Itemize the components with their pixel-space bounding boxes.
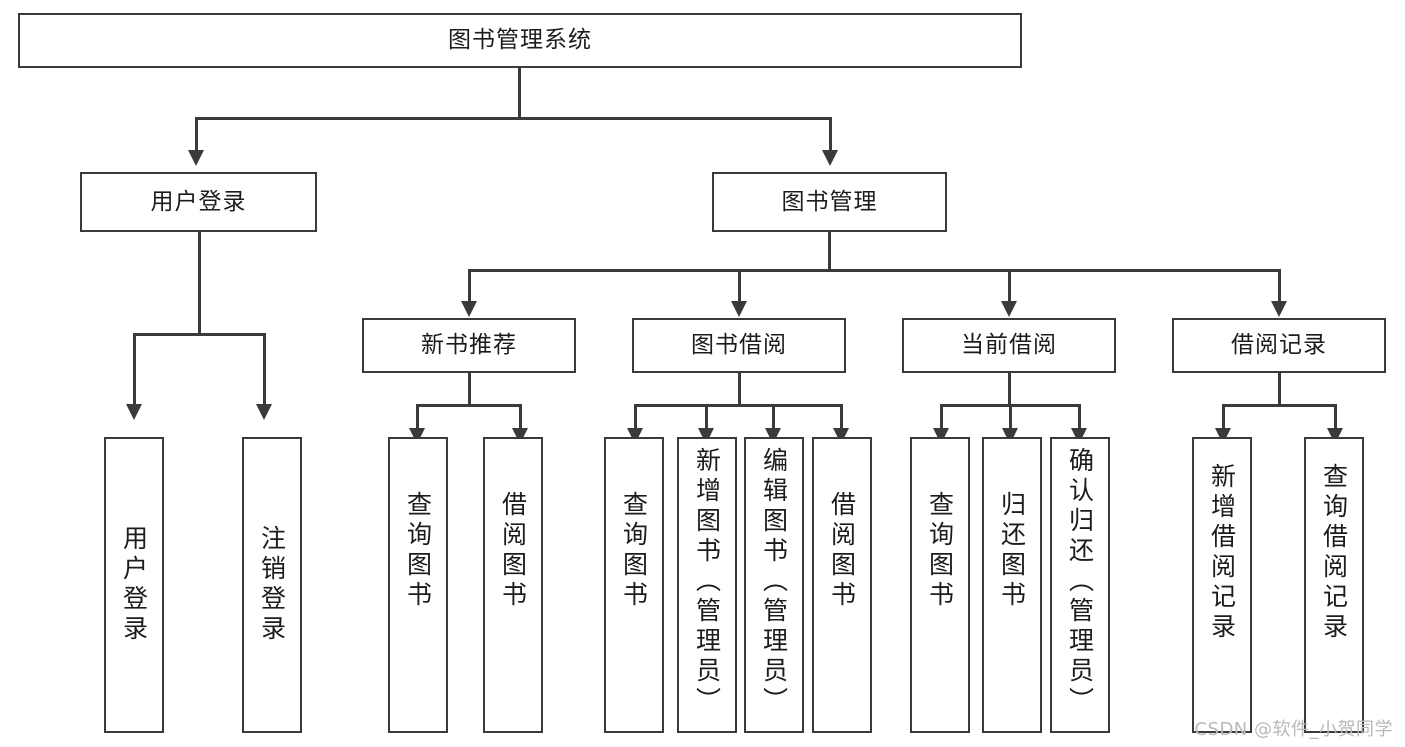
connector-record-drop-1: [1222, 404, 1225, 430]
leaf-add-book[interactable]: 新增图书（管理员）: [677, 437, 737, 733]
connector-book-manage-stem: [828, 232, 831, 271]
connector-user-login-stem: [198, 232, 201, 335]
connector-root-drop-right: [829, 117, 832, 151]
node-label: 查询图书: [925, 491, 955, 611]
connector-user-login-drop-2: [263, 333, 266, 405]
connector-current-drop-3: [1078, 404, 1081, 430]
leaf-borrow-book[interactable]: 借阅图书: [812, 437, 872, 733]
node-label: 借阅图书: [498, 491, 528, 611]
connector-recommend-bus: [416, 404, 521, 407]
connector-current-stem: [1008, 373, 1011, 406]
node-label: 新增图书（管理员）: [692, 447, 722, 717]
leaf-query-book-current[interactable]: 查询图书: [910, 437, 970, 733]
connector-book-manage-bus: [468, 269, 1280, 272]
arrow-to-book-manage: [822, 150, 838, 166]
arrow-to-user-login: [188, 150, 204, 166]
node-label: 借阅图书: [827, 491, 857, 611]
leaf-query-book-borrow[interactable]: 查询图书: [604, 437, 664, 733]
node-label: 查询借阅记录: [1319, 463, 1349, 643]
arrow-to-leaf-user-login: [126, 404, 142, 420]
node-book-manage[interactable]: 图书管理: [712, 172, 947, 232]
connector-borrow-drop-1: [634, 404, 637, 430]
leaf-edit-book[interactable]: 编辑图书（管理员）: [744, 437, 804, 733]
leaf-return-book[interactable]: 归还图书: [982, 437, 1042, 733]
node-borrow-record[interactable]: 借阅记录: [1172, 318, 1386, 373]
node-current-borrow[interactable]: 当前借阅: [902, 318, 1116, 373]
node-label: 查询图书: [619, 491, 649, 611]
node-label: 借阅记录: [1231, 332, 1327, 359]
leaf-borrow-book-recommend[interactable]: 借阅图书: [483, 437, 543, 733]
connector-book-manage-drop-2: [738, 269, 741, 302]
connector-recommend-stem: [468, 373, 471, 406]
connector-borrow-bus: [634, 404, 842, 407]
connector-book-manage-drop-4: [1278, 269, 1281, 302]
node-label: 新书推荐: [421, 332, 517, 359]
arrow-to-leaf-logout: [256, 404, 272, 420]
connector-root-drop-left: [195, 117, 198, 151]
leaf-add-borrow-record[interactable]: 新增借阅记录: [1192, 437, 1252, 733]
node-label: 查询图书: [403, 491, 433, 611]
connector-root-bus: [195, 117, 832, 120]
node-label: 当前借阅: [961, 332, 1057, 359]
connector-record-bus: [1222, 404, 1336, 407]
node-label: 用户登录: [150, 188, 247, 215]
node-label: 归还图书: [997, 491, 1027, 611]
leaf-user-login[interactable]: 用户登录: [104, 437, 164, 733]
connector-book-manage-drop-3: [1008, 269, 1011, 302]
node-book-borrow[interactable]: 图书借阅: [632, 318, 846, 373]
connector-user-login-bus: [133, 333, 265, 336]
leaf-logout[interactable]: 注销登录: [242, 437, 302, 733]
node-label: 图书管理: [781, 188, 878, 215]
node-label: 编辑图书（管理员）: [759, 447, 789, 717]
connector-borrow-drop-3: [772, 404, 775, 430]
connector-user-login-drop-1: [133, 333, 136, 405]
arrow-to-current-borrow: [1001, 301, 1017, 317]
node-label: 用户登录: [119, 525, 149, 645]
connector-borrow-drop-4: [840, 404, 843, 430]
arrow-to-new-book-recommend: [461, 301, 477, 317]
node-label: 新增借阅记录: [1207, 463, 1237, 643]
connector-borrow-stem: [738, 373, 741, 406]
node-label: 图书借阅: [691, 332, 787, 359]
node-label: 确认归还（管理员）: [1065, 447, 1095, 717]
leaf-query-book-recommend[interactable]: 查询图书: [388, 437, 448, 733]
node-label: 图书管理系统: [448, 27, 592, 54]
connector-root-stem: [518, 68, 521, 119]
connector-recommend-drop-1: [416, 404, 419, 430]
node-label: 注销登录: [257, 525, 287, 645]
connector-current-drop-1: [940, 404, 943, 430]
connector-book-manage-drop-1: [468, 269, 471, 302]
connector-current-drop-2: [1009, 404, 1012, 430]
node-root-system[interactable]: 图书管理系统: [18, 13, 1022, 68]
leaf-confirm-return[interactable]: 确认归还（管理员）: [1050, 437, 1110, 733]
arrow-to-book-borrow: [731, 301, 747, 317]
node-new-book-recommend[interactable]: 新书推荐: [362, 318, 576, 373]
leaf-query-borrow-record[interactable]: 查询借阅记录: [1304, 437, 1364, 733]
connector-record-drop-2: [1334, 404, 1337, 430]
arrow-to-borrow-record: [1271, 301, 1287, 317]
connector-recommend-drop-2: [519, 404, 522, 430]
connector-record-stem: [1278, 373, 1281, 406]
node-user-login[interactable]: 用户登录: [80, 172, 317, 232]
connector-borrow-drop-2: [705, 404, 708, 430]
